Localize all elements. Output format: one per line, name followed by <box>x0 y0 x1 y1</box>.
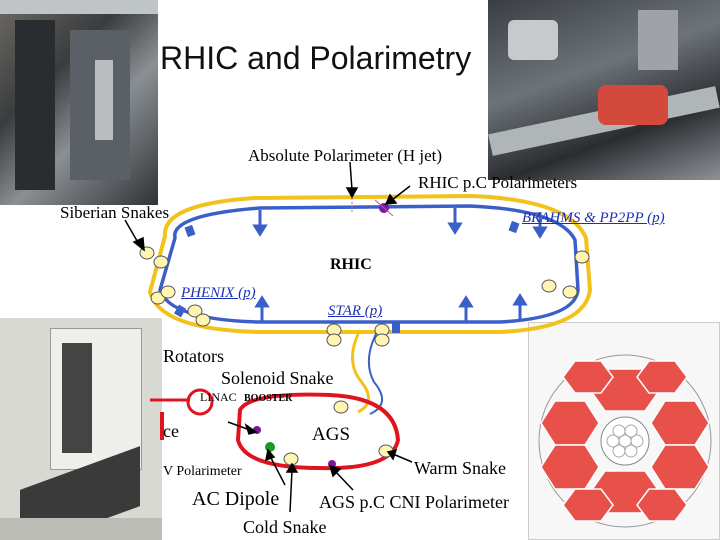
v-polarimeter-label: V Polarimeter <box>163 464 242 480</box>
linac-label: LINAC <box>200 390 237 405</box>
rhic-label: RHIC <box>330 256 372 274</box>
cold-snake-label: Cold Snake <box>243 517 327 538</box>
solenoid-snake-label: Solenoid Snake <box>221 368 334 389</box>
star-label: STAR (p) <box>328 303 382 320</box>
ags-cni-polarimeter-label: AGS p.C CNI Polarimeter <box>319 492 509 513</box>
phenix-label: PHENIX (p) <box>181 285 256 302</box>
siberian-snakes-label: Siberian Snakes <box>60 203 169 223</box>
brahms-pp2pp-label: BRAHMS & PP2PP (p) <box>522 210 665 227</box>
source-label-fragment: ce <box>163 421 179 442</box>
absolute-polarimeter-label: Absolute Polarimeter (H jet) <box>248 146 442 166</box>
booster-label: BOOSTER <box>244 393 292 404</box>
ac-dipole-label: AC Dipole <box>192 488 279 511</box>
rotators-label: Rotators <box>163 346 224 367</box>
ags-label: AGS <box>312 424 350 446</box>
warm-snake-label: Warm Snake <box>414 458 506 479</box>
rhic-pc-polarimeters-label: RHIC p.C Polarimeters <box>418 173 577 193</box>
